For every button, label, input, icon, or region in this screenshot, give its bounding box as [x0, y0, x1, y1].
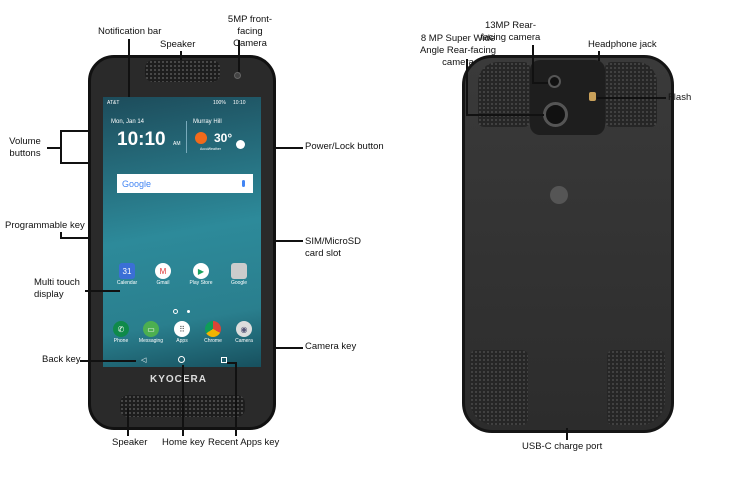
page-indicator-active [173, 309, 178, 314]
app-label: Play Store [189, 280, 213, 286]
app-label: Gmail [156, 280, 170, 286]
app-apps[interactable]: ⠿Apps [166, 321, 198, 344]
grip-pad [470, 350, 528, 425]
clock-ampm: AM [173, 141, 181, 147]
apps-grid-icon: ⠿ [174, 321, 190, 337]
status-time: 10:10 [233, 100, 246, 106]
google-logo: Google [122, 178, 152, 189]
weather-source: AccuWeather [200, 147, 221, 151]
top-speaker-grille [145, 60, 220, 82]
camera-icon: ◉ [236, 321, 252, 337]
google-search-bar[interactable]: Google [117, 174, 253, 193]
label-programmable-key: Programmable key [5, 220, 85, 231]
app-phone[interactable]: ✆Phone [105, 321, 137, 344]
page-indicator [187, 310, 190, 313]
rear-camera-lens [548, 75, 561, 88]
label-sim-slot: SIM/MicroSD card slot [305, 236, 361, 259]
label-13mp-camera: 13MP Rear-facing camera [480, 20, 541, 43]
att-logo [550, 186, 568, 204]
label-recent-apps: Recent Apps key [208, 437, 280, 448]
chrome-icon [205, 321, 221, 337]
label-8mp-camera: 8 MP Super Wide Angle Rear-facing camera [419, 33, 497, 68]
label-usb-c: USB-C charge port [522, 441, 603, 452]
recent-apps-key-icon[interactable] [221, 357, 227, 363]
messaging-icon: ▭ [143, 321, 159, 337]
app-label: Camera [235, 338, 253, 344]
sun-icon [195, 132, 207, 144]
app-chrome[interactable]: Chrome [197, 321, 229, 344]
app-label: Calendar [116, 280, 138, 286]
flash [589, 92, 596, 101]
front-camera-lens [234, 72, 241, 79]
app-label: Apps [176, 338, 188, 344]
location-label: Murray Hill [193, 119, 222, 125]
app-label: Chrome [204, 338, 222, 344]
google-folder-icon [231, 263, 247, 279]
refresh-icon[interactable] [236, 140, 245, 149]
label-speaker-bottom: Speaker [112, 437, 148, 448]
grip-pad [605, 62, 657, 127]
label-flash: Flash [668, 92, 692, 103]
date-label: Mon, Jan 14 [111, 119, 145, 125]
app-label: Phone [113, 338, 129, 344]
label-speaker-top: Speaker [160, 39, 196, 50]
phone-icon: ✆ [113, 321, 129, 337]
app-messaging[interactable]: ▭Messaging [135, 321, 167, 344]
divider [186, 121, 187, 153]
grip-pad [607, 350, 665, 425]
app-label: Messaging [138, 338, 164, 344]
wide-angle-camera-lens [543, 102, 568, 127]
calendar-icon: 31 [119, 263, 135, 279]
grip-pad [478, 62, 530, 127]
temperature: 30° [214, 131, 233, 145]
app-play-store[interactable]: ▶Play Store [185, 263, 217, 286]
gmail-icon: M [155, 263, 171, 279]
label-headphone-jack: Headphone jack [588, 39, 657, 50]
app-google-folder[interactable]: Google [223, 263, 255, 286]
label-camera-key: Camera key [305, 341, 357, 352]
back-key-icon[interactable]: ◁ [141, 357, 147, 364]
label-notification-bar: Notification bar [98, 26, 162, 37]
label-home-key: Home key [162, 437, 205, 448]
app-label: Google [230, 280, 248, 286]
app-camera[interactable]: ◉Camera [228, 321, 260, 344]
label-power-lock: Power/Lock button [305, 141, 384, 152]
label-back-key: Back key [42, 354, 81, 365]
label-volume-buttons: Volume buttons [9, 136, 41, 159]
home-key-icon[interactable] [178, 356, 185, 363]
label-multi-touch: Multi touch display [34, 277, 80, 300]
touch-display[interactable]: AT&T 100% 10:10 Mon, Jan 14 10:10 AM Mur… [103, 97, 261, 367]
label-front-camera: 5MP front-facing Camera [227, 14, 273, 49]
carrier-label: AT&T [107, 100, 120, 106]
battery-percent: 100% [213, 100, 226, 106]
mic-icon[interactable] [242, 180, 245, 187]
clock: 10:10 [117, 129, 166, 150]
play-store-icon: ▶ [193, 263, 209, 279]
brand-logo: KYOCERA [150, 374, 208, 385]
